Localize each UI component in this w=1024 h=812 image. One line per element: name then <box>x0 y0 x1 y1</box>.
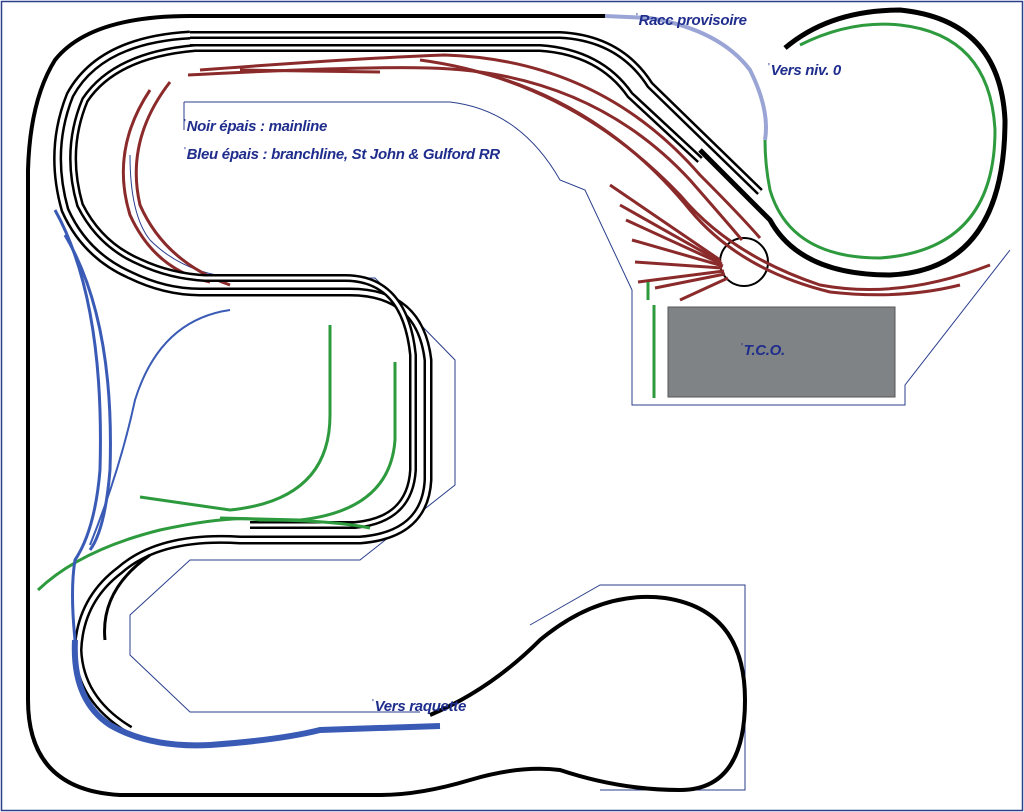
yard-tracks <box>121 53 991 302</box>
label-to-return-loop: Vers raquette <box>372 698 467 715</box>
secondary-tracks <box>36 22 997 592</box>
label-to-level-0: Vers niv. 0 <box>768 62 842 79</box>
mainline-tracks <box>26 7 1008 797</box>
legend-branchline: Bleu épais : branchline, St John & Gulfo… <box>184 146 501 163</box>
label-control-panel: T.C.O. <box>741 342 786 359</box>
branchline-tracks <box>53 209 441 749</box>
label-temporary-link: Racc provisoire <box>636 12 747 29</box>
legend-mainline: Noir épais : mainline <box>184 118 328 135</box>
